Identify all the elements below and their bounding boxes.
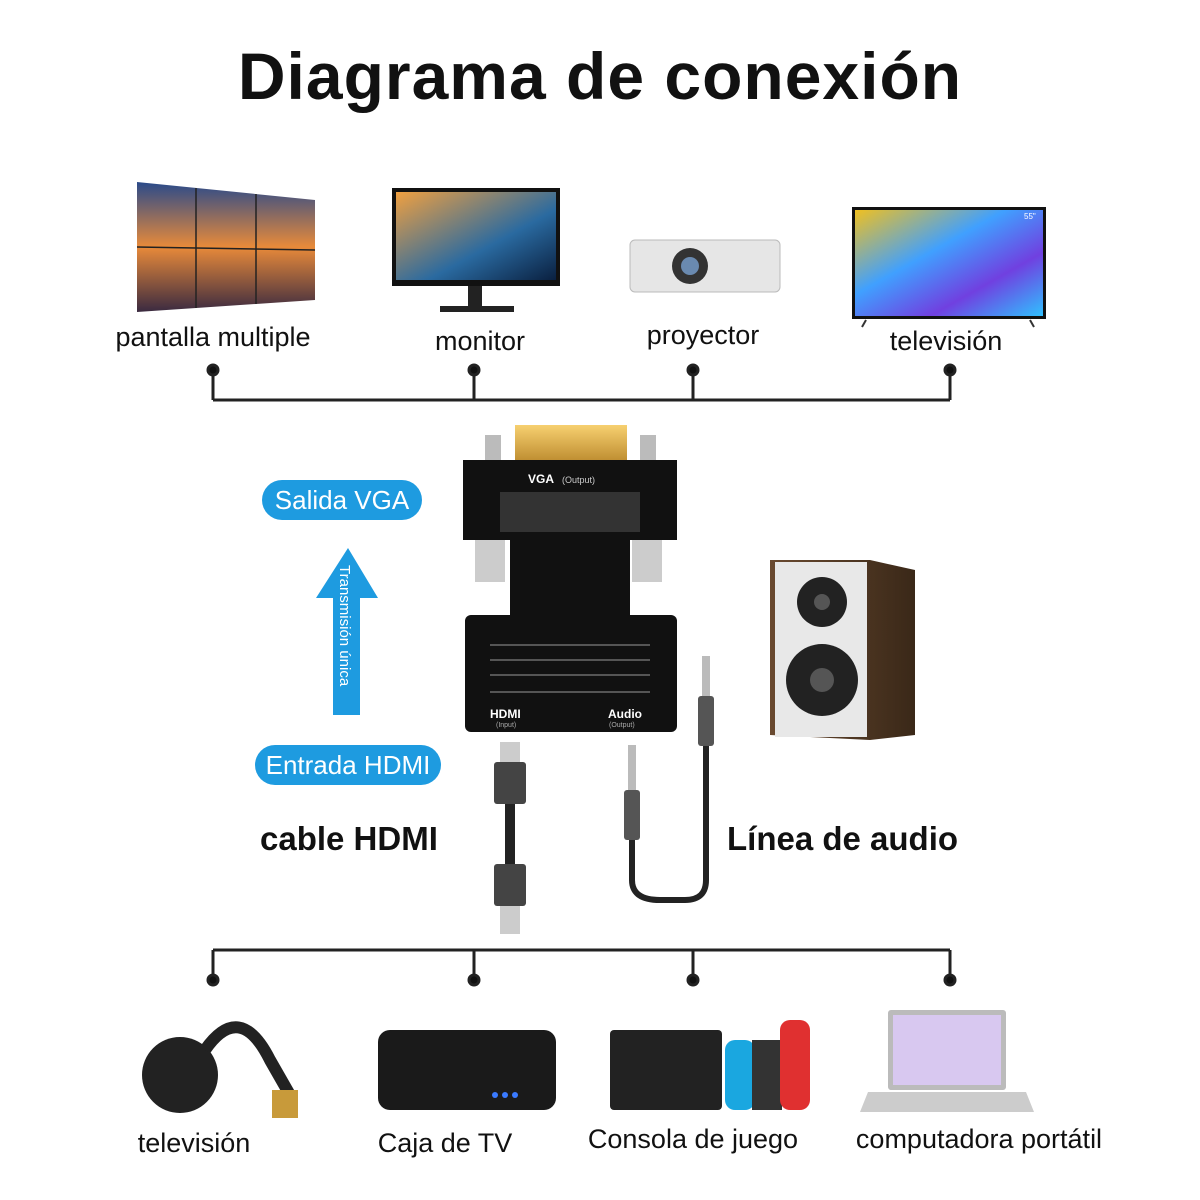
output-connector-lines	[206, 363, 957, 402]
audio-port-label: Audio	[608, 707, 642, 721]
input-label-tv: televisión	[137, 1128, 251, 1158]
vga-hdmi-adapter: VGA (Output) HDMI (Input) Audio (Output)	[463, 425, 677, 732]
hdmi-port-sublabel: (Input)	[496, 722, 516, 729]
vga-label: VGA	[528, 472, 554, 486]
input-label-laptop: computadora portátil	[855, 1124, 1103, 1154]
hdmi-input-pill: Entrada HDMI	[255, 745, 441, 785]
output-label-projector: proyector	[646, 320, 760, 350]
input-label-tv-box: Caja de TV	[377, 1128, 513, 1158]
monitor-icon	[392, 188, 560, 312]
audio-port-sublabel: (Output)	[609, 722, 635, 729]
input-label-console: Consola de juego	[587, 1124, 799, 1154]
up-arrow-icon	[316, 548, 378, 715]
audio-cable-label: Línea de audio	[727, 820, 959, 857]
vga-output-pill: Salida VGA	[262, 480, 422, 520]
game-console-icon	[610, 1020, 810, 1110]
output-label-monitor: monitor	[434, 326, 526, 356]
page-title: Diagrama de conexión	[237, 39, 963, 113]
vga-sublabel: (Output)	[562, 475, 595, 485]
output-label-tv: televisión	[889, 326, 1003, 356]
tv-box-icon	[378, 1030, 556, 1110]
projector-icon	[629, 239, 781, 293]
video-wall-icon	[136, 182, 316, 312]
hdmi-cable-icon	[494, 742, 526, 934]
input-connector-lines	[206, 948, 957, 987]
hdmi-cable-label: cable HDMI	[260, 820, 438, 857]
audio-cable-icon	[624, 656, 714, 903]
arrow-label: Transmisión única	[336, 565, 353, 687]
speaker-icon	[770, 560, 915, 740]
hdmi-port-label: HDMI	[490, 707, 521, 721]
tv-icon: 55"	[852, 207, 1046, 328]
tv-stick-icon	[142, 1021, 298, 1118]
tv-size-badge: 55"	[1024, 212, 1036, 221]
laptop-icon	[860, 1010, 1034, 1112]
output-label-video-wall: pantalla multiple	[115, 322, 311, 352]
